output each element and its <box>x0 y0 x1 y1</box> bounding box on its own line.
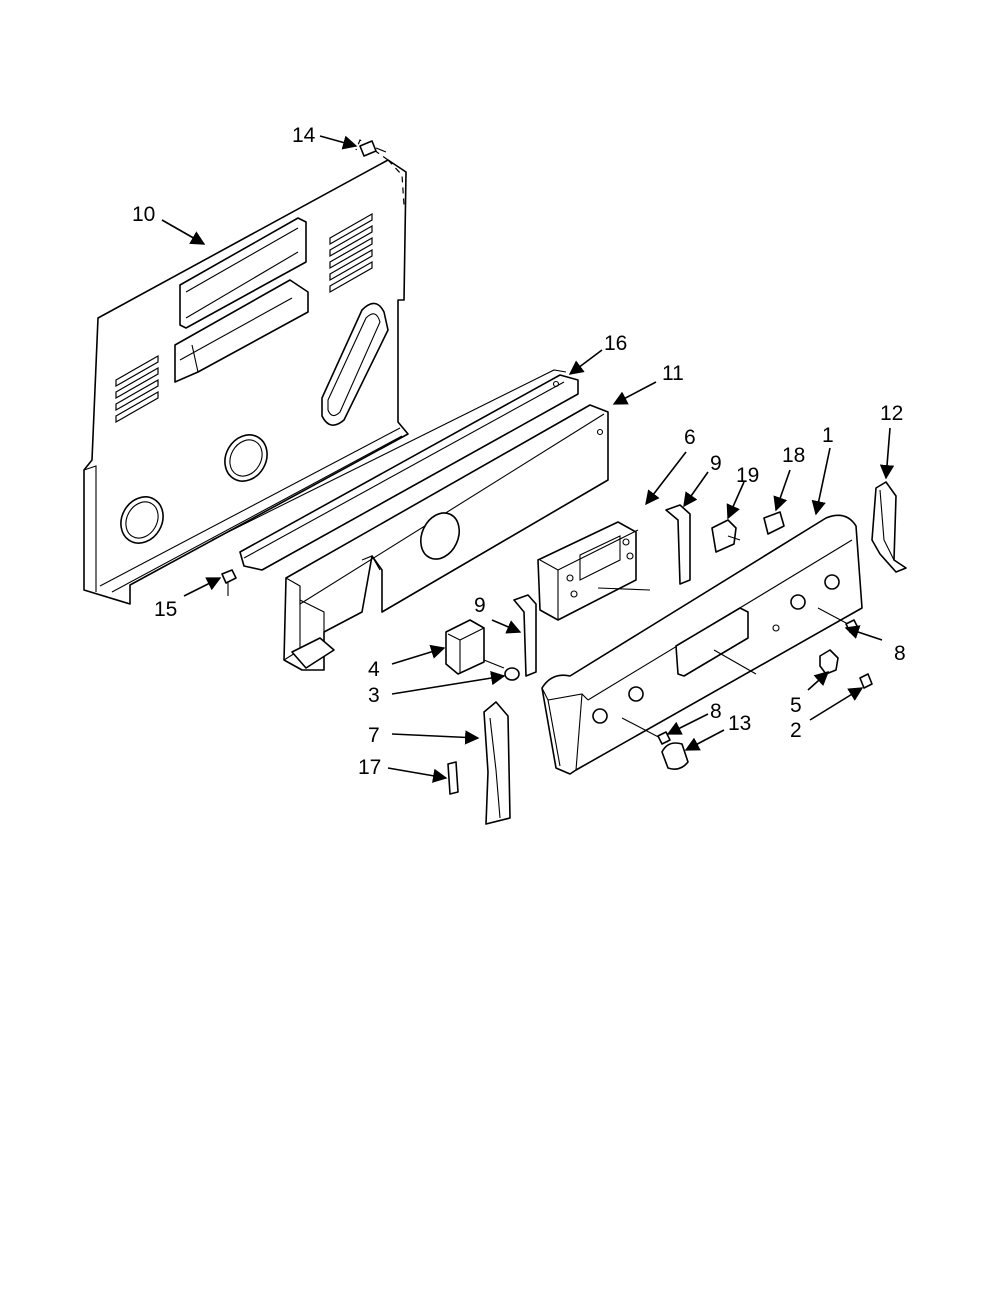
callout-11: 11 <box>662 362 684 385</box>
callout-1: 1 <box>822 424 834 447</box>
bracket-9-lower <box>513 594 537 677</box>
callout-19: 19 <box>736 464 759 487</box>
callout-5: 5 <box>790 694 802 717</box>
module-part-4 <box>445 619 505 675</box>
callout-3: 3 <box>368 684 380 707</box>
callout-10: 10 <box>132 203 155 226</box>
bracket-9-upper <box>665 504 691 585</box>
callout-18: 18 <box>782 444 805 467</box>
callout-6: 6 <box>684 426 696 449</box>
switch-part-18 <box>763 511 785 535</box>
callout-14: 14 <box>292 124 316 147</box>
top-bracket-part <box>211 369 579 571</box>
nut-part-3 <box>504 667 520 681</box>
leader-lines <box>161 135 895 783</box>
callout-16: 16 <box>604 332 627 355</box>
callout-15: 15 <box>154 598 177 621</box>
end-cap-part-12 <box>871 481 907 573</box>
screw-part-15 <box>221 569 237 596</box>
callout-7: 7 <box>368 724 380 747</box>
callout-labels: 14 10 16 11 6 9 19 18 1 12 15 9 4 3 8 5 … <box>132 124 906 779</box>
callout-4: 4 <box>368 658 380 681</box>
control-panel-part <box>541 514 863 775</box>
rear-panel-part <box>83 139 409 605</box>
callout-8-right: 8 <box>894 642 906 665</box>
electronic-control-part <box>537 521 651 621</box>
clip-part-17 <box>447 761 459 795</box>
knob-part-5 <box>819 649 839 675</box>
callout-9-upper: 9 <box>710 452 722 475</box>
vent-slots-left <box>115 354 159 424</box>
screw-part-14 <box>359 140 387 157</box>
callout-2: 2 <box>790 719 802 742</box>
end-cap-part-7 <box>483 701 511 825</box>
callout-9-lower: 9 <box>474 594 486 617</box>
switch-part-19 <box>711 519 741 553</box>
knob-part-2 <box>859 673 873 689</box>
callout-12: 12 <box>880 402 903 425</box>
vent-slots-right <box>329 212 373 294</box>
callout-17: 17 <box>358 756 381 779</box>
knob-part-13 <box>661 742 689 770</box>
callout-8-lower: 8 <box>710 700 722 723</box>
manifold-panel-part <box>283 404 609 671</box>
callout-13: 13 <box>728 712 751 735</box>
